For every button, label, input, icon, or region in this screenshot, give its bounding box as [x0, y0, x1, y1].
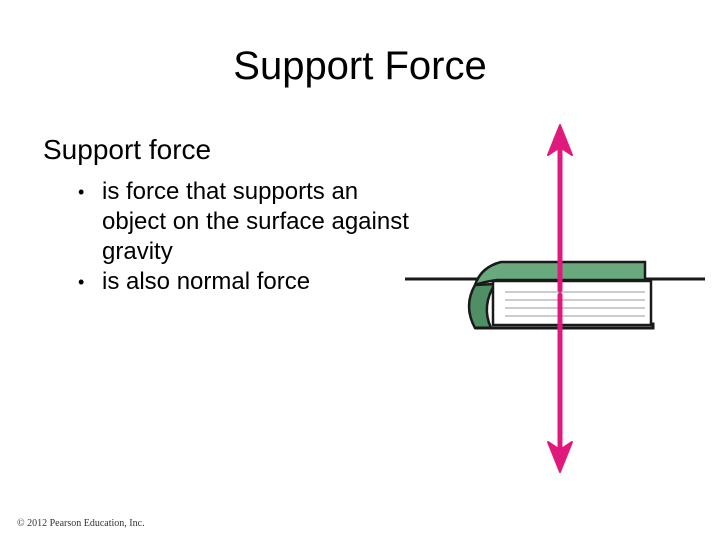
bullet-text: is also normal force — [102, 268, 311, 295]
book-bottom-cover — [475, 322, 655, 330]
force-arrows — [547, 124, 573, 473]
slide-title: Support Force — [233, 44, 487, 88]
book-spine — [467, 282, 498, 330]
book-pages — [491, 279, 653, 327]
book-page-lines — [505, 291, 645, 317]
bullet-text: is force that supports an object on the … — [102, 178, 409, 265]
bullet-list: • is force that supports an object on th… — [78, 177, 418, 297]
support-force-arrowhead — [547, 124, 573, 156]
book-force-illustration — [405, 124, 705, 473]
slide-heading: Support force — [43, 134, 212, 165]
bullet-marker: • — [78, 272, 85, 292]
gravity-force-arrowhead — [547, 441, 573, 473]
copyright-notice: © 2012 Pearson Education, Inc. — [17, 518, 145, 529]
bullet-marker: • — [78, 182, 85, 202]
bullet-item: • is also normal force — [78, 267, 418, 297]
bullet-item: • is force that supports an object on th… — [78, 177, 418, 267]
